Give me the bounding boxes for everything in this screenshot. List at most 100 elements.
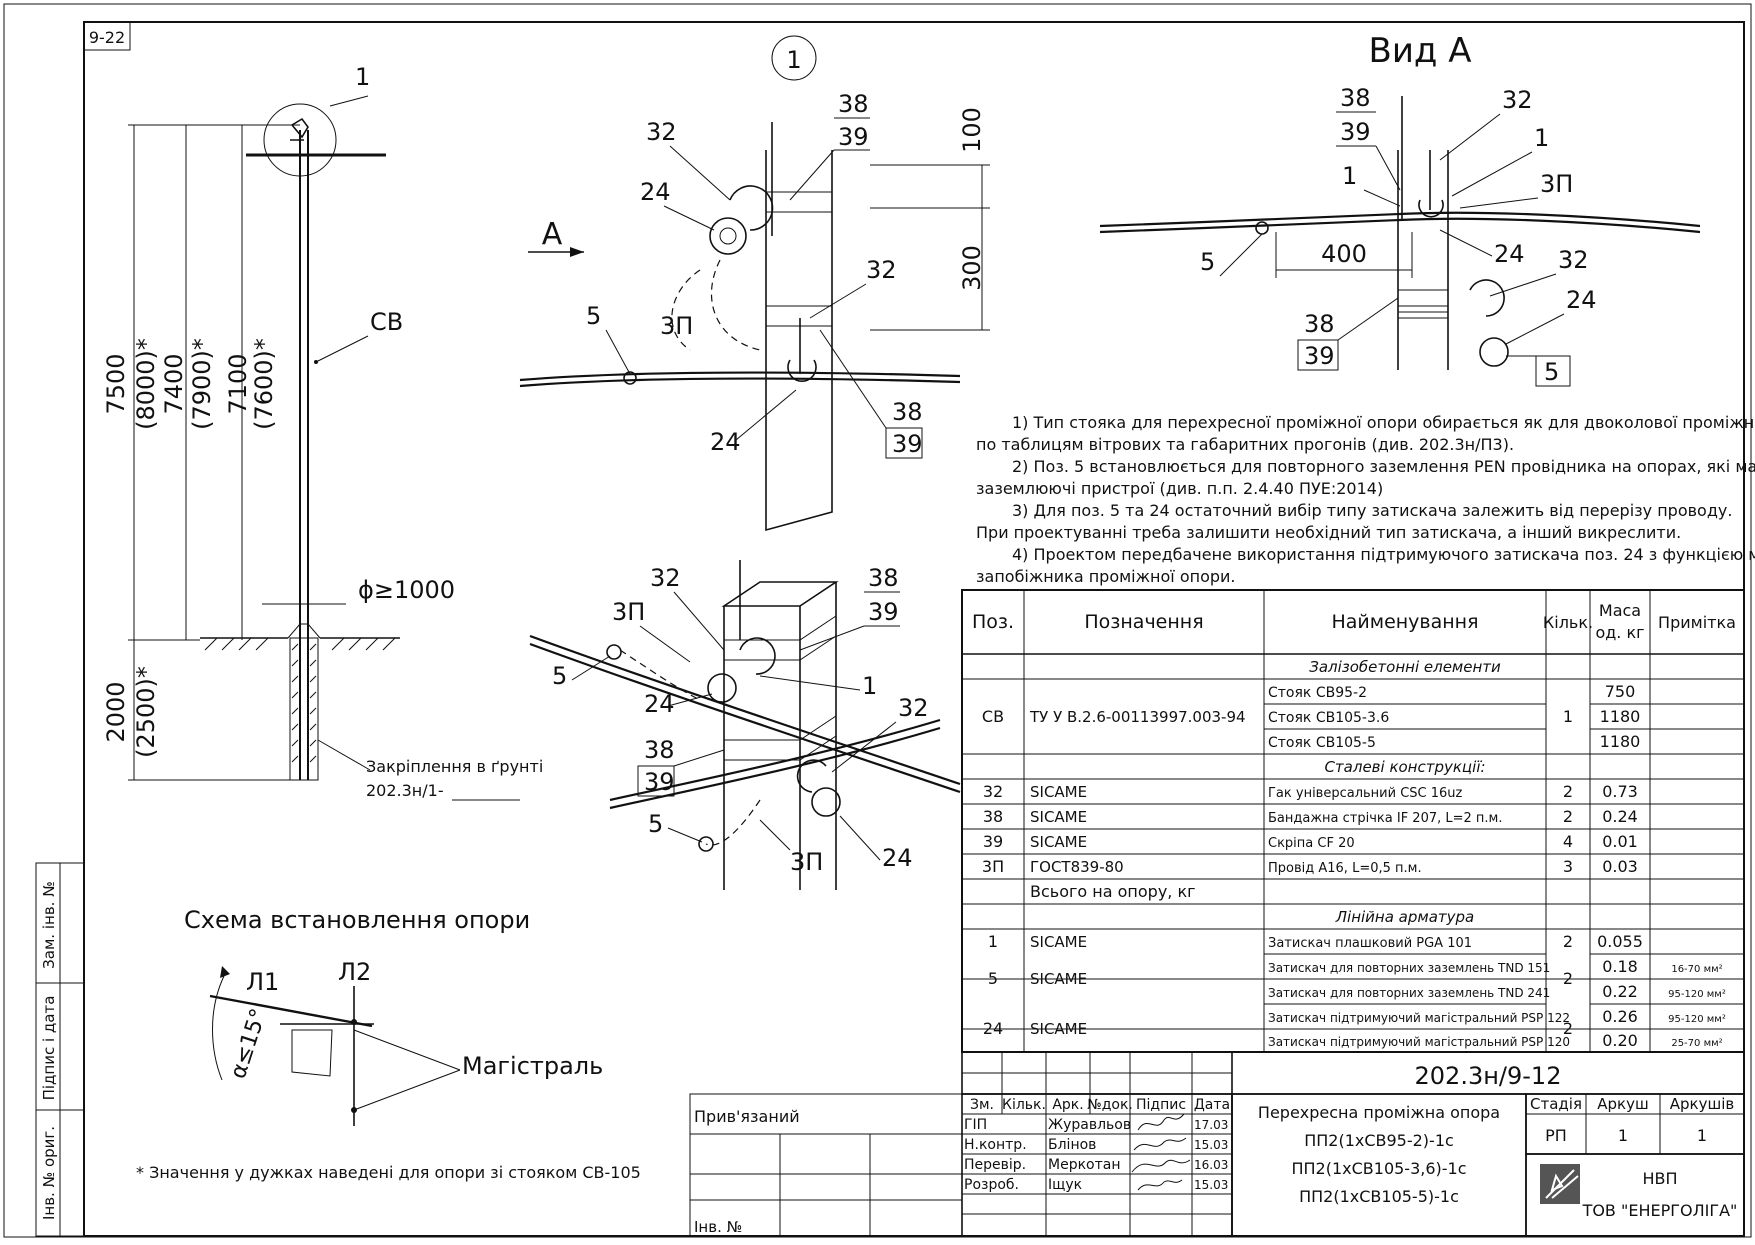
- th-designation: Позначення: [1084, 611, 1203, 633]
- va-label-32b: 32: [1558, 246, 1589, 274]
- r5-name-2: Затискач для повторних заземлень TND 241: [1268, 986, 1550, 1000]
- sv-name-1: Стояк СВ95-2: [1268, 685, 1367, 701]
- total-row: Всього на опору, кг: [1030, 882, 1196, 901]
- r32-qty: 2: [1563, 782, 1573, 801]
- scheme-main-line: Магістраль: [462, 1052, 603, 1080]
- th-note: Примітка: [1658, 613, 1736, 632]
- footnote: * Значення у дужках наведені для опори з…: [136, 1163, 641, 1182]
- va-label-24b: 24: [1566, 286, 1597, 314]
- r24-des: SICAME: [1030, 1020, 1087, 1038]
- r1-des: SICAME: [1030, 933, 1087, 951]
- iso-label-3pb: 3П: [790, 848, 823, 876]
- th-mass-1: Маса: [1599, 601, 1641, 620]
- doc-code: 202.3н/9-12: [1415, 1062, 1562, 1090]
- r39-pos: 39: [983, 832, 1003, 851]
- view-a-title: Вид А: [1369, 31, 1472, 71]
- dim-7400: 7400: [160, 353, 188, 414]
- org-line-2: ТОВ "ЕНЕРГОЛІГА": [1582, 1201, 1738, 1220]
- dim-7100: 7100: [224, 353, 252, 414]
- iso-view: 32 38 39 3П 5 24 1 32 38 39 5 3П 24: [529, 560, 961, 890]
- iso-label-32b: 32: [898, 694, 929, 722]
- v1-label-38: 38: [838, 90, 869, 118]
- dim-100: 100: [958, 107, 986, 153]
- r24-mass-2: 0.20: [1602, 1031, 1638, 1050]
- inv-label: Інв. №: [694, 1218, 742, 1236]
- scheme-angle: α≤15°: [226, 1006, 272, 1082]
- sign-role-1: Н.контр.: [964, 1137, 1027, 1153]
- fix-label: Закріплення в ґрунті: [366, 757, 543, 776]
- v1-label-24: 24: [640, 178, 671, 206]
- r24-mass-1: 0.26: [1602, 1007, 1638, 1026]
- sign-date-1: 15.03: [1194, 1138, 1228, 1152]
- view-1-circle: [771, 35, 817, 81]
- va-label-32: 32: [1502, 86, 1533, 114]
- rev-h-sign: Підпис: [1136, 1097, 1186, 1113]
- note-2a: 2) Поз. 5 встановлюється для повторного …: [1012, 457, 1755, 476]
- note-3a: 3) Для поз. 5 та 24 остаточний вибір тип…: [1012, 501, 1732, 520]
- corner-box: [83, 21, 131, 51]
- signature-2: [1131, 1159, 1191, 1173]
- row-1: 1 SICAME Затискач плашковий PGA 101 2 0.…: [988, 932, 1643, 951]
- dim-7500: 7500: [102, 353, 130, 414]
- va-label-38: 38: [1340, 84, 1371, 112]
- rev-h-doc: №док.: [1087, 1097, 1133, 1113]
- r32-pos: 32: [983, 782, 1003, 801]
- stage-value: РП: [1545, 1126, 1567, 1145]
- iso-label-5b: 5: [648, 810, 663, 838]
- sign-name-1: Блінов: [1048, 1137, 1096, 1153]
- sign-role-3: Розроб.: [964, 1177, 1019, 1193]
- r39-qty: 4: [1563, 832, 1573, 851]
- view-1-number: 1: [786, 46, 801, 74]
- pole-elevation: 1 СВ 7500 (8000)* 7400 (7900)* 7100 (760…: [102, 63, 543, 801]
- sv-designation: ТУ У В.2.6-00113997.003-94: [1029, 708, 1246, 726]
- view-a: Вид А 400 38 39 32 1 1 3П 5 24 32 2: [1099, 31, 1701, 387]
- r32-mass: 0.73: [1602, 782, 1638, 801]
- va-label-38b: 38: [1304, 310, 1335, 338]
- va-label-1a: 1: [1534, 124, 1549, 152]
- r1-pos: 1: [988, 932, 998, 951]
- sign-name-0: Журавльов: [1048, 1117, 1131, 1133]
- row-39: 39 SICAME Скріпа CF 20 4 0.01: [983, 832, 1638, 851]
- r24-note-1: 95-120 мм²: [1668, 1014, 1726, 1025]
- stage-header: Стадія: [1530, 1095, 1582, 1113]
- va-label-1b: 1: [1342, 162, 1357, 190]
- iso-label-39: 39: [868, 598, 899, 626]
- r32-des: SICAME: [1030, 783, 1087, 801]
- org-line-1: НВП: [1642, 1169, 1677, 1188]
- side-stamp-replace: Зам. інв. №: [40, 881, 58, 969]
- note-1a: 1) Тип стояка для перехресної проміжної …: [1012, 413, 1755, 432]
- r3p-pos: 3П: [982, 857, 1004, 876]
- sign-name-3: Іщук: [1048, 1177, 1082, 1193]
- sheets-value: 1: [1697, 1126, 1707, 1145]
- title-line-3: ПП2(1хСВ105-5)-1с: [1299, 1187, 1459, 1206]
- rev-h-sheet: Арк.: [1052, 1097, 1083, 1113]
- dim-8000: (8000)*: [132, 338, 160, 430]
- sheet-header: Аркуш: [1597, 1095, 1648, 1113]
- sv-name-2: Стояк СВ105-3.6: [1268, 710, 1389, 726]
- corner-code: 9-22: [89, 28, 125, 47]
- notes: 1) Тип стояка для перехресної проміжної …: [976, 413, 1755, 586]
- v1-label-24b: 24: [710, 428, 741, 456]
- scheme-title: Схема встановлення опори: [184, 906, 530, 934]
- r39-des: SICAME: [1030, 833, 1087, 851]
- r3p-des: ГОСТ839-80: [1030, 858, 1124, 876]
- sign-name-2: Меркотан: [1048, 1157, 1121, 1173]
- sign-date-3: 15.03: [1194, 1178, 1228, 1192]
- r5-qty: 2: [1563, 969, 1573, 988]
- r39-mass: 0.01: [1602, 832, 1638, 851]
- row-5: 5 SICAME Затискач для повторних заземлен…: [988, 957, 1726, 1001]
- section-steel: Сталеві конструкції:: [1324, 758, 1485, 776]
- row-3p: 3П ГОСТ839-80 Провід А16, L=0,5 п.м. 3 0…: [982, 857, 1638, 876]
- sign-date-2: 16.03: [1194, 1158, 1228, 1172]
- fix-ref: 202.3н/1-: [366, 781, 444, 800]
- sign-row-dev: Розроб. Іщук 15.03: [964, 1177, 1228, 1193]
- r32-name: Гак універсальний CSC 16uz: [1268, 786, 1463, 801]
- v1-label-3p: 3П: [660, 312, 693, 340]
- side-stamp: Зам. інв. № Підпис і дата Інв. № ориг.: [35, 862, 85, 1237]
- va-label-39: 39: [1340, 118, 1371, 146]
- va-label-3p: 3П: [1540, 170, 1573, 198]
- dim-400: 400: [1321, 240, 1367, 268]
- note-4b: запобіжника проміжної опори.: [976, 567, 1236, 586]
- r39-name: Скріпа CF 20: [1268, 836, 1355, 851]
